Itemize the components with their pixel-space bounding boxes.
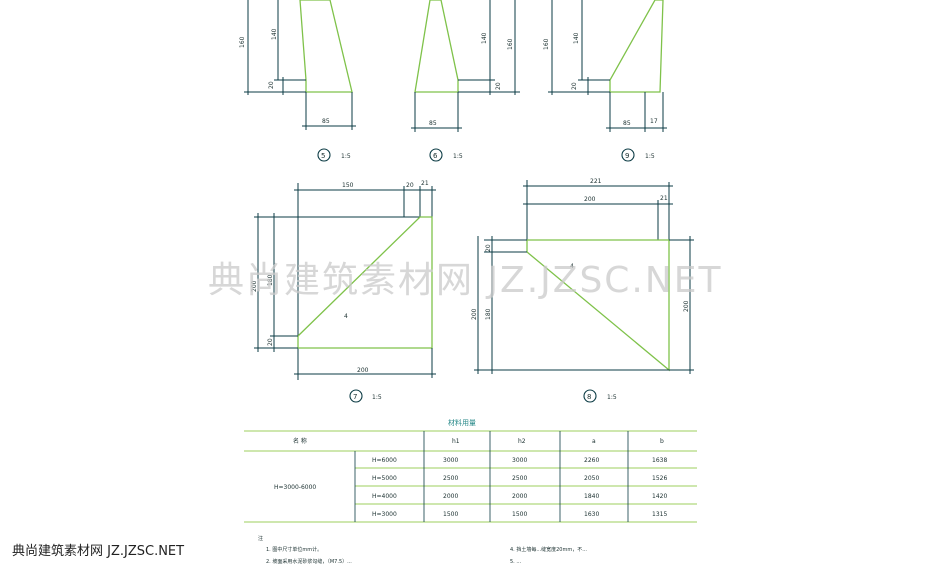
detail-6-scale: 1:5 [453,153,463,160]
detail-7-profile [297,216,433,349]
detail-8-callout [583,389,597,403]
watermark: 典尚建筑素材网 JZ.JZSC.NET [208,260,723,301]
corner-watermark: 典尚建筑素材网 JZ.JZSC.NET [12,543,184,559]
table-cell: 1630 [584,511,599,518]
table-header-h1: h1 [452,438,460,445]
table-cell: 1526 [652,475,667,482]
detail-7-mark: 4 [344,313,348,320]
detail-5-dim-upper: 140 [271,28,278,40]
detail-7-dim-height: 200 [251,280,258,292]
table-header-name: 名 称 [293,437,307,445]
table-row: H=6000 3000 3000 2260 1638 [372,457,667,464]
detail-9-dim-height: 160 [543,38,550,50]
table-cell: H=3000 [372,511,397,518]
detail-5-dim-base: 20 [268,81,275,89]
note-item: 2. 坡面采用水泥砂浆勾缝，（M7.5）... [266,558,352,565]
detail-6: 140 160 20 85 6 1:5 [411,0,520,162]
table-cell: H=5000 [372,475,397,482]
table-header-a: a [592,438,596,445]
table-cell: 2050 [584,475,599,482]
detail-6-dim-width: 85 [429,120,437,127]
detail-8-dim-height: 200 [471,308,478,320]
detail-8-number: 8 [587,393,591,401]
detail-5-dim-height: 160 [239,36,246,48]
detail-6-number: 6 [433,152,438,160]
table-cell: 3000 [443,457,458,464]
detail-9-profile [609,0,664,93]
table-row: H=4000 2000 2000 1840 1420 [372,493,667,500]
table-row: H=5000 2500 2500 2050 1526 [372,475,667,482]
table-row: H=3000 1500 1500 1630 1315 [372,511,667,518]
detail-5-scale: 1:5 [341,153,351,160]
table-cell: 2500 [512,475,527,482]
table-cell: 3000 [512,457,527,464]
detail-7-dim-offset: 21 [421,180,429,187]
note-item: 5. ... [510,559,522,565]
detail-6-dim-base: 20 [495,82,502,90]
detail-9-number: 9 [625,152,629,160]
table-cell: H=6000 [372,457,397,464]
detail-7-callout [349,389,363,403]
table-cell: H=4000 [372,493,397,500]
note-item: 1. 图中尺寸单位mm计。 [266,546,322,553]
table-cell: 2500 [443,475,458,482]
detail-5-callout [317,148,331,162]
detail-7-dim-bottom: 200 [357,367,369,374]
table-cell: 1420 [652,493,667,500]
detail-8: 221 200 21 20 200 180 200 4 8 1:5 [471,178,694,403]
detail-8-dim-inner-top: 200 [584,196,596,203]
detail-6-callout [429,148,443,162]
detail-9: 160 140 20 85 17 9 1:5 [543,0,667,162]
detail-8-dim-right: 200 [683,300,690,312]
detail-5: 160 140 20 85 5 1:5 [239,0,356,162]
detail-8-dim-inner: 180 [485,308,492,320]
notes-heading: 注 [258,535,263,542]
table-cell: 1500 [512,511,527,518]
detail-7-number: 7 [353,393,357,401]
detail-7-dim-gap: 20 [406,182,414,189]
detail-7-dim-inner: 180 [267,274,274,286]
table-cell: 1500 [443,511,458,518]
detail-5-dim-width: 85 [322,118,330,125]
detail-6-profile [414,0,459,93]
detail-5-number: 5 [321,152,325,160]
table-group-label: H=3000-6000 [274,484,316,491]
detail-9-dim-base: 20 [571,82,578,90]
detail-5-profile [299,0,353,93]
detail-9-dim-upper: 140 [573,32,580,44]
detail-9-dim-offset: 17 [650,118,658,125]
detail-9-scale: 1:5 [645,153,655,160]
note-item: 4. 挡土墙每...缝宽度20mm，不... [510,546,587,553]
detail-7-dim-base: 20 [267,338,274,346]
table-cell: 2000 [443,493,458,500]
detail-7-dim-top: 150 [342,182,354,189]
table-cell: 1638 [652,457,667,464]
table-cell: 1315 [652,511,667,518]
detail-9-callout [621,148,635,162]
detail-8-dim-offset: 21 [660,195,668,202]
notes: 注 1. 图中尺寸单位mm计。 2. 坡面采用水泥砂浆勾缝，（M7.5）... … [258,535,587,565]
table-cell: 2260 [584,457,599,464]
detail-9-dim-width: 85 [623,120,631,127]
table-header-h2: h2 [518,438,526,445]
detail-6-dim-upper: 140 [481,32,488,44]
table-cell: 2000 [512,493,527,500]
table-title: 材料用量 [448,418,476,427]
detail-6-dim-height: 160 [507,38,514,50]
detail-7-scale: 1:5 [372,394,382,401]
detail-8-mark: 4 [570,263,574,270]
table-cell: 1840 [584,493,599,500]
detail-8-scale: 1:5 [607,394,617,401]
detail-8-dim-base: 20 [485,244,492,252]
material-table: 材料用量 名 称 h1 h2 a b H=3000-6000 H=6000 30… [244,418,697,523]
detail-7: 150 20 21 200 180 20 200 4 7 1:5 [251,180,436,403]
detail-8-dim-top: 221 [590,178,602,185]
table-header-b: b [660,438,664,445]
